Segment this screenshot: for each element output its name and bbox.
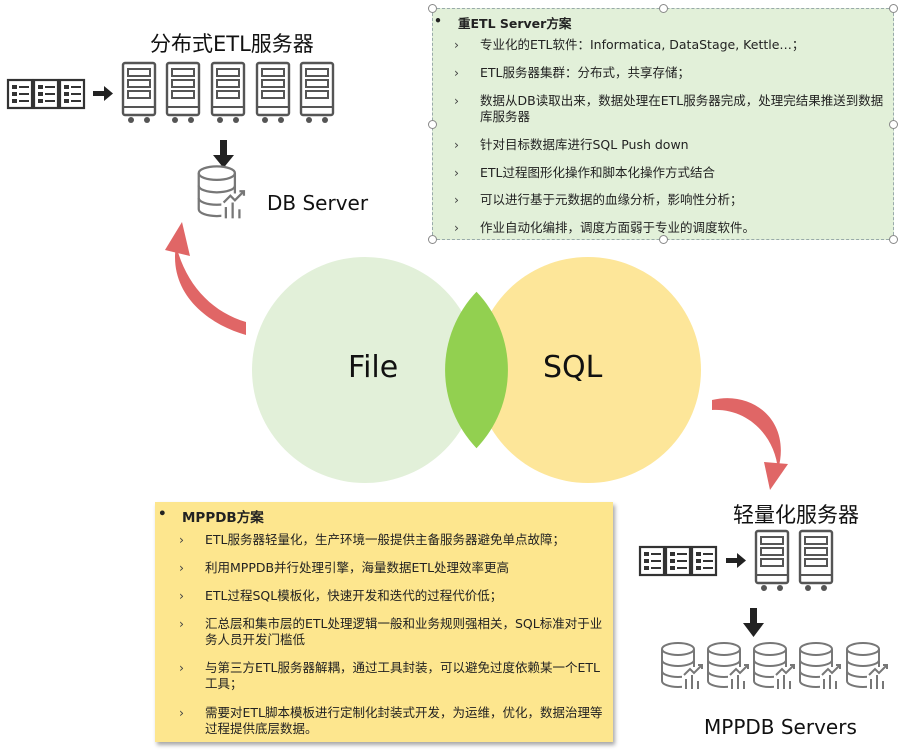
mpp-box-item-text: 需要对ETL脚本模板进行定制化封装式开发，为运维，优化，数据治理等过程提供底层数… xyxy=(205,705,603,736)
chevron-right-icon: › xyxy=(454,220,459,235)
arrow-right-bottom xyxy=(726,553,746,568)
arrow-right-top xyxy=(93,86,113,101)
mpp-box-item-text: ETL过程SQL模板化，快速开发和迭代的过程代价低； xyxy=(205,588,503,603)
mpp-box-item: › 汇总层和集市层的ETL处理逻辑一般和业务规则强相关，SQL标准对于业务人员开发… xyxy=(179,616,611,648)
chevron-right-icon: › xyxy=(454,192,459,207)
mpp-box-item: › 需要对ETL脚本模板进行定制化封装式开发，为运维，优化，数据治理等过程提供底层… xyxy=(179,705,611,737)
source-docs-top xyxy=(6,78,86,110)
overlap-region xyxy=(445,291,508,449)
etl-box-item-text: ETL服务器集群：分布式，共享存储； xyxy=(480,65,690,80)
curved-arrow-left xyxy=(165,222,246,335)
sql-circle xyxy=(475,257,701,483)
resize-handle-br[interactable] xyxy=(889,235,898,244)
resize-handle-tc[interactable] xyxy=(659,4,668,13)
etl-box-item: › 可以进行基于元数据的血缘分析，影响性分析； xyxy=(454,192,880,208)
chevron-right-icon: › xyxy=(179,616,184,631)
bullet-icon: • xyxy=(434,13,442,28)
etl-box-item-text: 专业化的ETL软件：Informatica, DataStage, Kettle… xyxy=(480,37,805,52)
mpp-box-item: › ETL过程SQL模板化，快速开发和迭代的过程代价低； xyxy=(179,588,605,604)
etl-box-item-text: 可以进行基于元数据的血缘分析，影响性分析； xyxy=(480,192,743,207)
mpp-box-item-text: 汇总层和集市层的ETL处理逻辑一般和业务规则强相关，SQL标准对于业务人员开发门… xyxy=(205,616,603,647)
chevron-right-icon: › xyxy=(179,705,184,720)
chevron-right-icon: › xyxy=(454,37,459,52)
file-circle xyxy=(252,257,478,483)
chevron-right-icon: › xyxy=(179,660,184,675)
mpp-box-heading: • MPPDB方案 xyxy=(158,506,264,526)
etl-box-item: › 专业化的ETL软件：Informatica, DataStage, Kettl… xyxy=(454,37,880,53)
etl-box-heading-text: 重ETL Server方案 xyxy=(458,16,572,31)
mppdb-textbox[interactable]: • MPPDB方案 › ETL服务器轻量化，生产环境一般提供主备服务器避免单点故障… xyxy=(155,502,613,742)
etl-cluster-title: 分布式ETL服务器 xyxy=(150,32,314,56)
mpp-box-item: › 利用MPPDB并行处理引擎，海量数据ETL处理效率更高 xyxy=(179,560,605,576)
resize-handle-tr[interactable] xyxy=(889,4,898,13)
resize-handle-bc[interactable] xyxy=(659,235,668,244)
curved-arrow-right xyxy=(712,398,788,490)
mppdb-cluster xyxy=(661,642,890,692)
chevron-right-icon: › xyxy=(454,165,459,180)
etl-server-textbox[interactable]: • 重ETL Server方案 › 专业化的ETL软件：Informatica, … xyxy=(428,4,898,244)
sql-label: SQL xyxy=(543,350,603,385)
chevron-right-icon: › xyxy=(179,588,184,603)
etl-box-item-text: 针对目标数据库进行SQL Push down xyxy=(480,137,689,152)
etl-box-item-text: ETL过程图形化操作和脚本化操作方式结合 xyxy=(480,165,715,180)
resize-handle-tl[interactable] xyxy=(428,4,437,13)
etl-box-item-text: 作业自动化编排，调度方面弱于专业的调度软件。 xyxy=(480,220,756,235)
resize-handle-mr[interactable] xyxy=(889,120,898,129)
mpp-box-item: › ETL服务器轻量化，生产环境一般提供主备服务器避免单点故障； xyxy=(179,532,605,548)
chevron-right-icon: › xyxy=(454,137,459,152)
db-server-icon xyxy=(197,165,248,222)
mpp-box-item: › 与第三方ETL服务器解耦，通过工具封装，可以避免过度依赖某一个ETL工具； xyxy=(179,660,611,692)
etl-box-item: › 针对目标数据库进行SQL Push down xyxy=(454,137,880,153)
bullet-icon: • xyxy=(158,506,167,522)
etl-box-item: › 作业自动化编排，调度方面弱于专业的调度软件。 xyxy=(454,220,880,236)
resize-handle-ml[interactable] xyxy=(428,120,437,129)
mppdb-servers-label: MPPDB Servers xyxy=(704,715,857,739)
db-server-label: DB Server xyxy=(267,191,369,215)
etl-server-cluster xyxy=(121,61,335,125)
etl-box-heading: • 重ETL Server方案 xyxy=(434,13,572,32)
etl-box-item-text: 数据从DB读取出来，数据处理在ETL服务器完成，处理完结果推送到数据库服务器 xyxy=(480,93,884,124)
light-server-title: 轻量化服务器 xyxy=(733,503,859,527)
light-server-pair xyxy=(754,529,834,593)
file-label: File xyxy=(348,350,399,385)
etl-box-item: › ETL服务器集群：分布式，共享存储； xyxy=(454,65,880,81)
source-docs-bottom xyxy=(638,545,718,577)
resize-handle-bl[interactable] xyxy=(428,235,437,244)
arrow-down-top xyxy=(213,140,234,168)
mpp-box-heading-text: MPPDB方案 xyxy=(182,510,264,526)
chevron-right-icon: › xyxy=(179,532,184,547)
venn-diagram xyxy=(252,257,701,483)
chevron-right-icon: › xyxy=(454,65,459,80)
arrow-down-bottom xyxy=(743,608,764,637)
mpp-box-item-text: 与第三方ETL服务器解耦，通过工具封装，可以避免过度依赖某一个ETL工具； xyxy=(205,660,600,691)
etl-box-item: › ETL过程图形化操作和脚本化操作方式结合 xyxy=(454,165,880,181)
chevron-right-icon: › xyxy=(179,560,184,575)
mpp-box-item-text: 利用MPPDB并行处理引擎，海量数据ETL处理效率更高 xyxy=(205,560,510,575)
chevron-right-icon: › xyxy=(454,93,459,108)
etl-box-item: › 数据从DB读取出来，数据处理在ETL服务器完成，处理完结果推送到数据库服务器 xyxy=(454,93,892,125)
mpp-box-item-text: ETL服务器轻量化，生产环境一般提供主备服务器避免单点故障； xyxy=(205,532,565,547)
